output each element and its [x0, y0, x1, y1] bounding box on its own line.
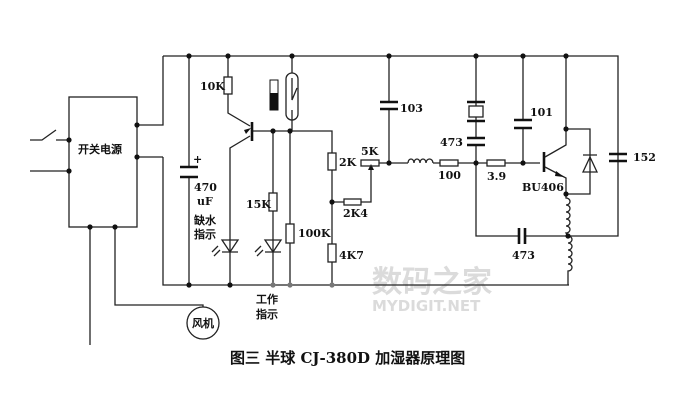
r2k4-wire: [332, 166, 372, 203]
resistor-10k: [223, 76, 233, 95]
fan-label: 风机: [192, 316, 214, 330]
watermark-en: MYDIGIT.NET: [372, 297, 481, 315]
bottom-rail: [162, 157, 569, 286]
transformer-coil: [564, 194, 573, 285]
r15k-label: 15K: [246, 198, 271, 211]
r4k7-label: 4K7: [339, 249, 364, 262]
transistor-arrow-icon: [244, 128, 251, 134]
bu406-arrow-icon: [555, 171, 564, 177]
float-fill: [270, 93, 278, 110]
r10k-label: 10K: [200, 80, 225, 93]
watermark-cn: 数码之家: [372, 265, 492, 300]
resistor-3-9: [486, 159, 506, 167]
resistor-100k: [285, 223, 295, 244]
r100-label: 100: [438, 169, 461, 182]
r2k4-label: 2K4: [343, 207, 368, 220]
c101-label: 101: [530, 106, 553, 119]
led-working: [263, 239, 283, 254]
capacitor-103: [380, 100, 398, 111]
resistor-4k7: [327, 243, 337, 263]
figure-caption: 图三 半球 CJ-380D 加湿器原理图: [230, 349, 465, 367]
working-label: 工作: [256, 292, 278, 306]
switching-power-supply: [68, 96, 138, 228]
mains-input-switch: [30, 129, 69, 172]
power-supply-label: 开关电源: [78, 142, 122, 156]
c103-label: 103: [400, 102, 423, 115]
piezo-transducer: [468, 105, 484, 118]
capacitor-152: [609, 152, 627, 163]
capacitor-473-bottom: [517, 228, 527, 244]
bu406-wires: [544, 56, 591, 195]
reed-wires: [289, 56, 298, 285]
pot5k-label: 5K: [361, 145, 379, 158]
junction-dots: [66, 53, 571, 288]
fan-wires: [89, 227, 204, 345]
watermark: 数码之家 MYDIGIT.NET: [372, 265, 492, 315]
led-rays-icon-2: [254, 245, 264, 257]
oscillator-wires: [379, 56, 568, 237]
r2k-label: 2K: [339, 156, 357, 169]
damper-diode: [581, 154, 599, 173]
fan-motor: [186, 306, 220, 340]
resistor-2k: [327, 152, 337, 171]
inductor: [407, 158, 434, 164]
low-water-label: 缺水: [193, 213, 217, 227]
r3-9-label: 3.9: [487, 170, 506, 183]
piezo-plates: [467, 100, 485, 123]
driver-wires: [227, 56, 333, 285]
c152-label: 152: [633, 151, 656, 164]
led-rays-icon: [211, 245, 221, 257]
c473-bottom-label: 473: [512, 249, 535, 262]
led-low-water: [220, 239, 240, 254]
r100k-label: 100K: [298, 227, 331, 240]
low-water-label-2: 指示: [194, 227, 216, 241]
c470-label: 470: [194, 181, 217, 194]
c473-top-label: 473: [440, 136, 463, 149]
capacitor-470uf: [180, 165, 198, 179]
c470-unit-label: uF: [197, 195, 213, 208]
capacitor-473-top: [467, 136, 485, 147]
working-label-2: 指示: [256, 307, 278, 321]
resistor-2k4: [343, 198, 362, 206]
bu406-label: BU406: [522, 181, 564, 194]
resistor-100: [439, 159, 459, 167]
psu-output-wires: [137, 56, 164, 158]
top-rail: [163, 55, 619, 237]
cap-plus-label: +: [193, 153, 202, 166]
resistor-15k: [268, 192, 278, 212]
potentiometer-5k: [360, 159, 380, 167]
pot-wiper-icon: [368, 164, 374, 170]
capacitor-101: [514, 118, 532, 130]
